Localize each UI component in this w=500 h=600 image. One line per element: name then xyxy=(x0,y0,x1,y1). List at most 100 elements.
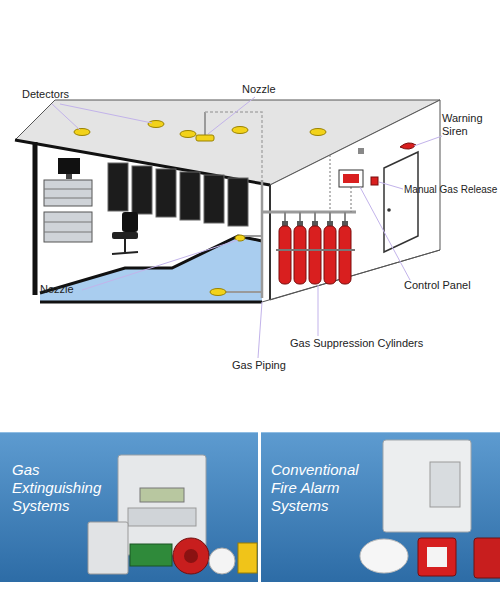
chair-post xyxy=(124,239,126,252)
hidden-edge xyxy=(330,155,331,215)
gas-pipe xyxy=(261,180,264,298)
call-point xyxy=(418,538,456,576)
server-rack xyxy=(108,163,128,211)
product-banner: Conventional Fire Alarm Systems xyxy=(261,432,500,582)
floor-front-edge xyxy=(40,301,262,304)
detector xyxy=(232,127,248,134)
server-slot xyxy=(44,232,92,233)
status-unit xyxy=(88,522,128,574)
door xyxy=(384,152,418,252)
panel-keys xyxy=(128,508,196,526)
floor-pipe xyxy=(244,235,262,237)
hose xyxy=(284,212,286,222)
cylinder xyxy=(294,226,306,284)
warning-siren xyxy=(400,143,416,149)
server-rack xyxy=(180,172,200,220)
floor xyxy=(40,236,262,302)
valve xyxy=(312,221,318,226)
cylinder xyxy=(309,226,321,284)
callout-label: Warning Siren xyxy=(442,112,494,138)
monitor-stand xyxy=(66,174,72,179)
call-point xyxy=(238,543,257,573)
server-stack xyxy=(44,212,92,242)
leader-line xyxy=(360,187,410,280)
server-slot xyxy=(44,222,92,223)
cylinder xyxy=(324,226,336,284)
call-point-glass xyxy=(427,547,447,567)
control-panel xyxy=(339,170,363,187)
manual-release xyxy=(371,177,378,185)
leader-line xyxy=(318,285,319,336)
left-wall-cut xyxy=(33,142,38,295)
sounder xyxy=(358,148,364,154)
leader-line xyxy=(208,97,255,134)
chair-base xyxy=(112,252,138,254)
server-slot xyxy=(44,198,92,199)
leader-line xyxy=(379,182,403,189)
leader-lines xyxy=(52,97,442,358)
leader-line xyxy=(60,104,152,123)
cylinder xyxy=(339,226,351,284)
valve xyxy=(342,221,348,226)
server-slot xyxy=(44,189,92,190)
chair-back xyxy=(122,212,138,232)
wire xyxy=(351,187,352,212)
nozzle-pipe xyxy=(204,112,206,136)
callout-label: Manual Gas Release xyxy=(404,183,500,196)
detector xyxy=(209,548,235,574)
detector xyxy=(148,121,164,128)
callout-label: Control Panel xyxy=(404,279,494,292)
product-banner: Gas Extinguishing Systems xyxy=(0,432,258,582)
cylinder xyxy=(279,226,291,284)
leader-line xyxy=(414,136,442,146)
banner-title: Gas Extinguishing Systems xyxy=(12,461,122,515)
leader-line xyxy=(52,104,80,130)
cylinder-bracket xyxy=(276,249,355,251)
control-panel xyxy=(383,440,471,532)
hose xyxy=(314,212,316,222)
detector xyxy=(360,539,408,573)
leader-line xyxy=(82,240,238,290)
valve xyxy=(327,221,333,226)
chair-seat xyxy=(112,232,138,239)
valve xyxy=(297,221,303,226)
detector xyxy=(180,131,196,138)
banner-title: Conventional Fire Alarm Systems xyxy=(271,461,376,515)
server-rack xyxy=(156,169,176,217)
leader-line xyxy=(258,302,262,358)
panel-display xyxy=(140,488,184,502)
ceiling-piping xyxy=(205,112,262,210)
monitor xyxy=(58,158,80,174)
detector xyxy=(310,129,326,136)
nozzle xyxy=(210,289,226,296)
server-rack xyxy=(228,178,248,226)
detector xyxy=(74,129,90,136)
server-stack xyxy=(44,180,92,206)
panel-keys xyxy=(430,462,460,507)
valve xyxy=(282,221,288,226)
cylinder-bank xyxy=(276,212,355,284)
callout-label: Nozzle xyxy=(242,83,302,96)
control-panel-display xyxy=(343,174,359,183)
server-rack xyxy=(204,175,224,223)
manifold xyxy=(262,211,356,214)
right-wall xyxy=(270,100,440,300)
circuit-board xyxy=(130,544,172,566)
hose xyxy=(329,212,331,222)
door-knob xyxy=(387,208,391,212)
server-rack xyxy=(132,166,152,214)
floor-pipe xyxy=(222,291,262,293)
sounder xyxy=(474,538,500,578)
control-panel xyxy=(118,455,206,555)
callout-label: Detectors xyxy=(22,88,102,101)
callout-label: Gas Suppression Cylinders xyxy=(290,337,460,350)
hose xyxy=(299,212,301,222)
wall-corner xyxy=(269,185,271,300)
sounder xyxy=(173,538,209,574)
sounder-grille xyxy=(184,549,198,563)
nozzle xyxy=(196,135,214,141)
callout-label: Nozzle xyxy=(40,283,100,296)
hose xyxy=(344,212,346,222)
